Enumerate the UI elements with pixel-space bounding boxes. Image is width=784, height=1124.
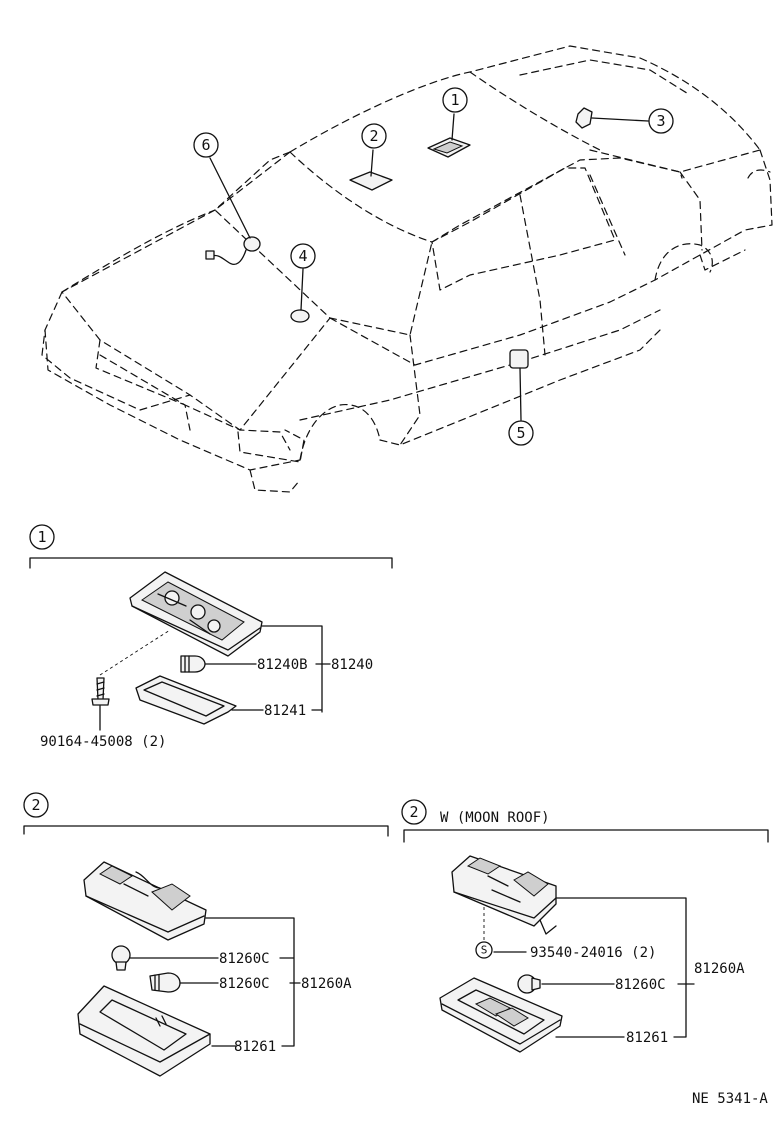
svg-text:6: 6 (201, 136, 210, 154)
part-number-81260C-b: 81260C (219, 976, 270, 992)
section-2-moon-roof: 2 W (MOON ROOF) (401, 799, 769, 843)
overview-part-4-lamp (290, 309, 310, 323)
part-number-90164: 90164-45008 (2) (40, 734, 166, 750)
section-1-bracket (29, 557, 393, 569)
leader-2 (370, 149, 374, 177)
section-2-lamp-housing (83, 861, 207, 941)
diagram-code: NE 5341-A (692, 1091, 768, 1107)
section-2-lens (77, 985, 211, 1077)
callout-5: 5 (508, 420, 534, 446)
svg-text:S: S (481, 944, 488, 957)
section-2-moon-roof-title: W (MOON ROOF) (440, 810, 550, 826)
svg-text:1: 1 (37, 528, 46, 546)
section-2-bracket (23, 825, 389, 837)
part-number-81240: 81240 (331, 657, 373, 673)
section-2-bulb-a (111, 945, 131, 971)
leader-4 (300, 268, 304, 311)
section-1-screw (91, 677, 110, 706)
svg-text:2: 2 (369, 127, 378, 145)
moon-roof-lens (439, 977, 563, 1053)
section-1-leaders (204, 625, 331, 713)
part-number-81260A-b: 81260A (694, 961, 745, 977)
part-number-81240B: 81240B (257, 657, 308, 673)
section-2: 2 (23, 792, 389, 837)
leader-6 (209, 157, 251, 239)
callout-3: 3 (648, 108, 674, 134)
callout-6: 6 (193, 132, 219, 158)
part-number-93540: 93540-24016 (2) (530, 945, 656, 961)
overview-part-6-harness (205, 236, 261, 265)
moon-roof-leaders (493, 897, 695, 1038)
overview-part-5-switch (509, 349, 529, 369)
svg-text:4: 4 (298, 247, 307, 265)
svg-text:3: 3 (656, 112, 665, 130)
moon-roof-lamp-housing (451, 855, 557, 935)
callout-4: 4 (290, 243, 316, 269)
leader-1 (451, 113, 455, 141)
moon-roof-bulb (517, 974, 541, 994)
overview-part-3-lamp (575, 107, 593, 129)
part-number-81260C-c: 81260C (615, 977, 666, 993)
section-1-bulb (180, 655, 206, 673)
section-1-lens (135, 675, 237, 725)
callout-1: 1 (442, 87, 468, 113)
moon-roof-screw: S (475, 941, 493, 959)
part-number-81241: 81241 (264, 703, 306, 719)
part-number-81261-a: 81261 (234, 1039, 276, 1055)
callout-2: 2 (361, 123, 387, 149)
section-2-leaders (129, 917, 301, 1047)
overview-part-1-dome-lamp (427, 137, 471, 158)
svg-text:2: 2 (409, 803, 418, 821)
svg-text:5: 5 (516, 424, 525, 442)
section-2-bulb-b (149, 972, 181, 993)
svg-text:1: 1 (450, 91, 459, 109)
leader-3 (591, 117, 649, 122)
section-1-screw-guide (99, 629, 171, 676)
section-1-lamp-housing (129, 571, 263, 657)
part-number-81260A-a: 81260A (301, 976, 352, 992)
leader-5 (519, 367, 522, 421)
overview-part-2-map-lamp (349, 171, 393, 191)
section-2-moon-roof-bracket (403, 829, 769, 843)
section-1: 1 (29, 524, 393, 569)
svg-text:2: 2 (31, 796, 40, 814)
part-number-81260C-a: 81260C (219, 951, 270, 967)
part-number-81261-b: 81261 (626, 1030, 668, 1046)
